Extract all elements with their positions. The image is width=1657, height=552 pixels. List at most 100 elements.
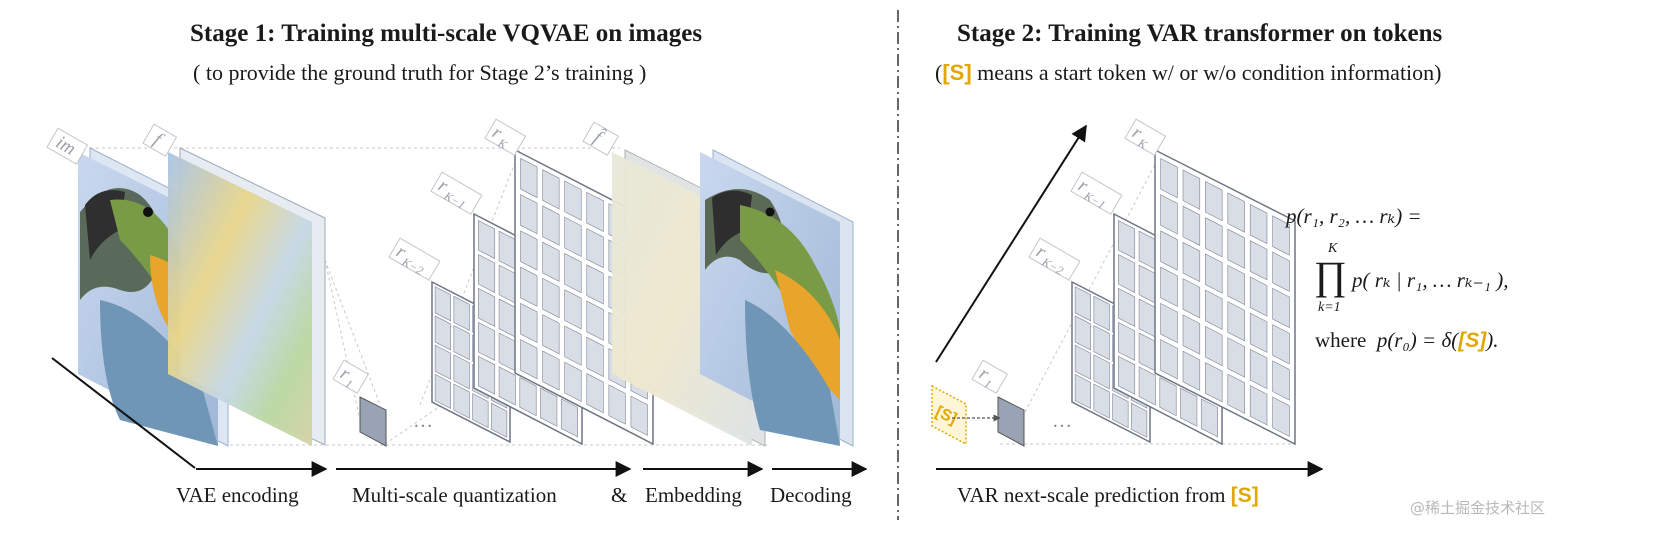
token-cell <box>1200 398 1218 438</box>
token-cell <box>1272 360 1290 401</box>
token-cell <box>1074 315 1092 351</box>
token-cell <box>586 373 604 414</box>
token-cell <box>564 361 582 402</box>
token-cell <box>1227 228 1245 269</box>
stage2-ellipsis: … <box>1052 410 1072 432</box>
token-cell <box>453 295 470 331</box>
token-cell <box>1227 264 1245 306</box>
token-cell <box>630 395 648 436</box>
caption-multiscale-quantization: Multi-scale quantization <box>352 483 557 507</box>
stage1-depth-arrow <box>51 357 196 469</box>
token-cell <box>1182 350 1201 391</box>
formula-where-end: ). <box>1486 328 1499 352</box>
token-cell <box>1249 276 1268 317</box>
token-cell <box>1249 348 1268 390</box>
token-cell <box>1112 393 1129 429</box>
stage2-rK-token-map <box>1154 148 1296 446</box>
token-cell <box>453 354 470 390</box>
caption-decoding: Decoding <box>770 483 852 507</box>
token-cell <box>1118 355 1136 395</box>
token-cell <box>1205 362 1223 403</box>
watermark: @稀土掘金技术社区 <box>1410 499 1546 517</box>
stage1-title: Stage 1: Training multi-scale VQVAE on i… <box>190 20 703 47</box>
caption-embedding: Embedding <box>645 483 742 507</box>
formula-where-word: where <box>1315 328 1367 352</box>
formula-prod-bottom: k=1 <box>1318 300 1341 315</box>
caption-var-next-scale: VAR next-scale prediction from [S] <box>957 483 1259 508</box>
token-cell <box>1272 396 1290 437</box>
token-cell <box>520 302 538 344</box>
caption-vae-encoding: VAE encoding <box>176 483 299 507</box>
token-cell <box>1182 278 1201 319</box>
token-cell <box>1205 289 1223 330</box>
start-token-text: [S] <box>942 60 972 85</box>
token-cell <box>1272 287 1290 329</box>
token-cell <box>434 373 452 409</box>
token-cell <box>586 191 604 233</box>
token-cell <box>560 398 578 438</box>
token-cell <box>564 253 582 294</box>
token-cell <box>1093 295 1110 331</box>
token-cell <box>564 216 582 257</box>
token-cell <box>542 277 560 319</box>
token-cell <box>434 315 452 351</box>
token-cell <box>478 287 496 327</box>
token-cell <box>1249 203 1268 245</box>
stage2-diagonal-arrow <box>935 124 1087 363</box>
token-cell <box>434 344 452 380</box>
perspective-guides <box>90 147 770 446</box>
token-cell <box>1160 194 1178 235</box>
token-cell <box>564 180 582 221</box>
token-cell <box>564 325 582 366</box>
token-cell <box>542 205 560 246</box>
caption-start-token: [S] <box>1230 484 1259 507</box>
token-cell <box>542 169 560 210</box>
stage2-subtitle-open: ( <box>935 60 943 85</box>
token-cell <box>1182 169 1201 210</box>
token-cell <box>478 355 496 395</box>
token-cell <box>478 253 496 294</box>
token-cell <box>1227 373 1245 414</box>
token-cell <box>1160 302 1178 344</box>
caption-var-text: VAR next-scale prediction from <box>957 483 1231 507</box>
token-cell <box>1182 241 1201 283</box>
token-cell <box>1227 301 1245 342</box>
token-cell <box>1249 385 1268 426</box>
token-cell <box>1093 383 1110 419</box>
token-cell <box>1159 377 1177 417</box>
formula-line2: p( rₖ | r₁, … rₖ₋₁ ), <box>1352 268 1509 292</box>
token-cell <box>434 286 452 322</box>
stage2-guides <box>1000 154 1295 445</box>
token-cell <box>1249 240 1268 281</box>
token-cell <box>586 228 604 269</box>
formula-where: where p(r₀) = δ([S]). <box>1315 328 1498 353</box>
token-cell <box>1182 314 1201 355</box>
token-cell <box>520 194 538 235</box>
token-cell <box>1227 192 1245 233</box>
token-cell <box>520 230 538 271</box>
token-cell <box>1118 253 1136 294</box>
token-cell <box>564 289 582 330</box>
token-cell <box>1074 286 1092 322</box>
token-cell <box>1118 321 1136 361</box>
start-token-box: [S] <box>931 384 967 446</box>
token-cell <box>1130 402 1148 438</box>
r1-token-map <box>359 396 387 447</box>
feature-map-f <box>168 147 326 446</box>
token-cell <box>608 384 626 425</box>
formula-start-token: [S] <box>1458 329 1487 352</box>
token-cell <box>1205 325 1223 367</box>
token-cell <box>1227 337 1245 378</box>
token-cell <box>1160 230 1178 271</box>
caption-ampersand: & <box>611 483 628 507</box>
token-cell <box>478 220 496 260</box>
token-cell <box>472 393 489 429</box>
token-cell <box>490 402 508 438</box>
token-cell <box>1074 344 1092 380</box>
token-cell <box>1160 157 1178 199</box>
token-cell <box>1160 266 1178 307</box>
token-cell <box>1205 217 1223 258</box>
token-cell <box>1160 339 1178 380</box>
token-cell <box>586 300 604 341</box>
